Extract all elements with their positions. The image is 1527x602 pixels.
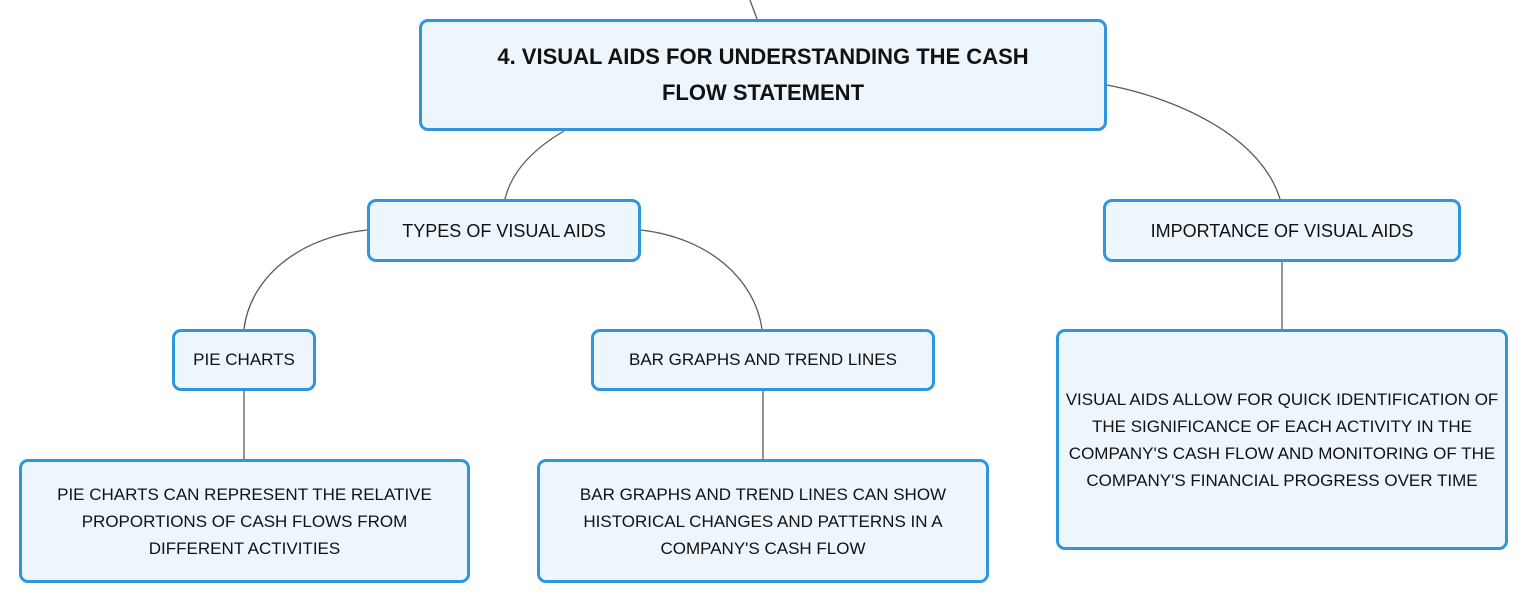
connector-root-to-importance [1106,84,1281,200]
subtopic-node-label: PIE CHARTS [193,350,295,369]
subtopic-node-pie-charts[interactable]: PIE CHARTS [172,329,316,391]
detail-node-text: VISUAL AIDS ALLOW FOR QUICK IDENTIFICATI… [1065,389,1499,490]
subtopic-node-bar-graphs-and-trend-lines[interactable]: BAR GRAPHS AND TREND LINES [591,329,935,391]
topic-node-types-of-visual-aids[interactable]: TYPES OF VISUAL AIDS [367,199,641,262]
connector-types-to-pie [243,229,368,330]
connector-types-to-bar [640,229,763,330]
root-node-label: 4. VISUAL AIDS FOR UNDERSTANDING THE CAS… [497,44,1029,105]
detail-node-text: BAR GRAPHS AND TREND LINES CAN SHOW HIST… [579,484,947,558]
topic-node-label: TYPES OF VISUAL AIDS [402,220,606,241]
detail-node-importance[interactable]: VISUAL AIDS ALLOW FOR QUICK IDENTIFICATI… [1056,329,1508,550]
detail-node-bar-graphs[interactable]: BAR GRAPHS AND TREND LINES CAN SHOW HIST… [537,459,989,583]
connector-parent-to-root [749,0,758,20]
subtopic-node-label: BAR GRAPHS AND TREND LINES [629,350,897,369]
root-node[interactable]: 4. VISUAL AIDS FOR UNDERSTANDING THE CAS… [419,19,1107,131]
topic-node-importance-of-visual-aids[interactable]: IMPORTANCE OF VISUAL AIDS [1103,199,1461,262]
topic-node-label: IMPORTANCE OF VISUAL AIDS [1150,220,1414,241]
detail-node-pie-charts[interactable]: PIE CHARTS CAN REPRESENT THE RELATIVE PR… [19,459,470,583]
detail-node-text: PIE CHARTS CAN REPRESENT THE RELATIVE PR… [57,484,432,558]
connector-root-to-types [504,130,565,200]
